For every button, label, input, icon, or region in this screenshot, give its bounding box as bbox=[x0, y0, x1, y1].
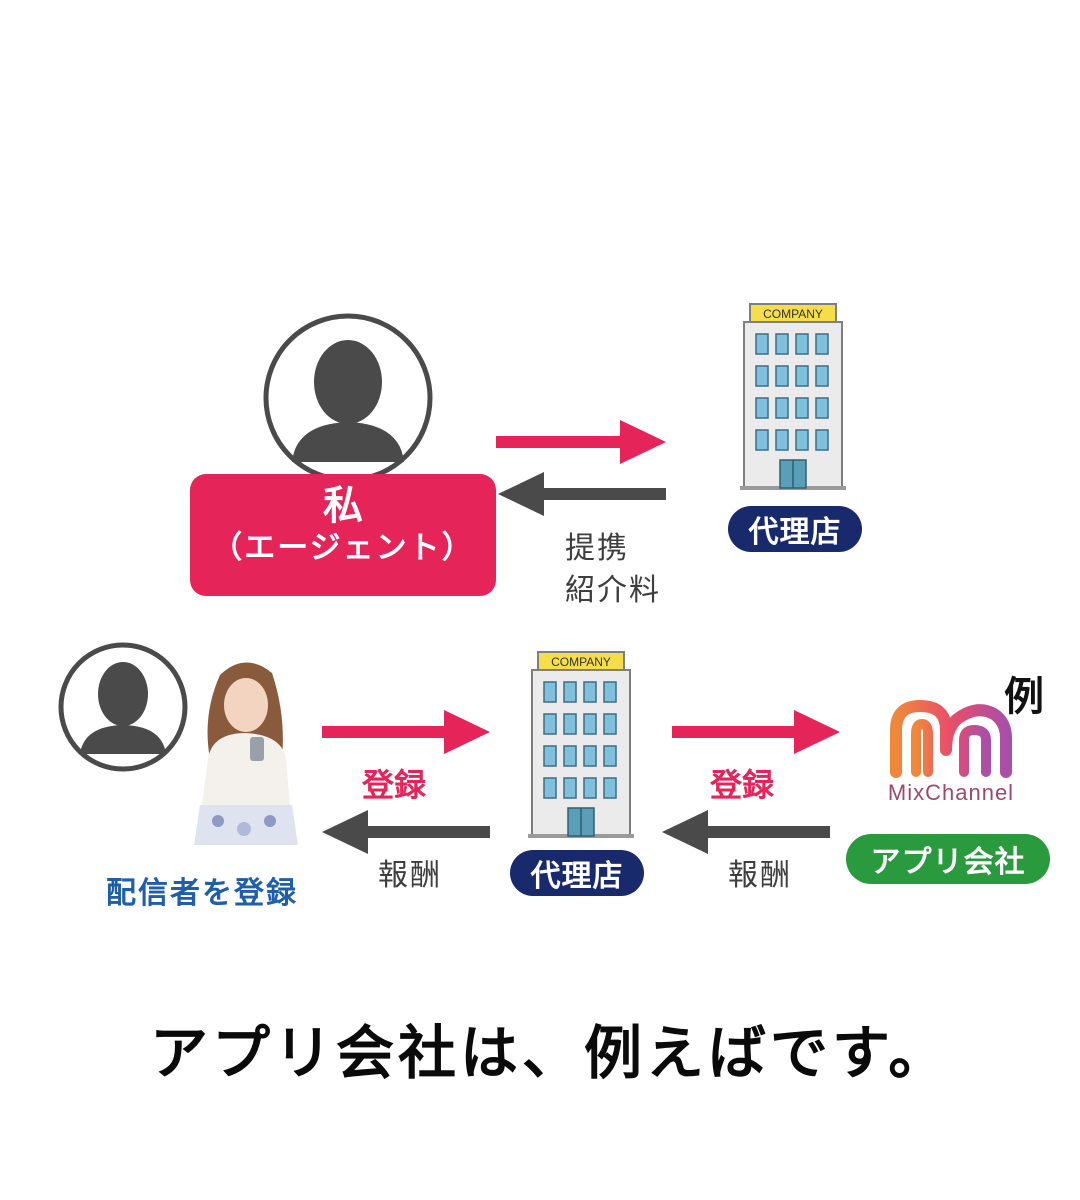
building-window bbox=[583, 777, 597, 799]
building-window bbox=[795, 429, 809, 451]
building-window bbox=[775, 397, 789, 419]
building-window bbox=[563, 713, 577, 735]
building-window bbox=[755, 429, 769, 451]
right-return-arrow bbox=[662, 810, 830, 854]
building-window bbox=[583, 681, 597, 703]
building-window bbox=[603, 713, 617, 735]
building-window bbox=[795, 333, 809, 355]
left-return-label: 報酬 bbox=[378, 858, 442, 893]
top-return-label-line2: 紹介料 bbox=[565, 573, 661, 608]
building-window bbox=[563, 681, 577, 703]
building-window bbox=[603, 777, 617, 799]
app-logo-text: MixChannel bbox=[887, 780, 1015, 805]
building-window bbox=[775, 333, 789, 355]
building-window bbox=[583, 745, 597, 767]
building-window bbox=[543, 713, 557, 735]
agent-subtitle: （エージェント） bbox=[211, 530, 475, 566]
top-return-arrow bbox=[498, 472, 666, 516]
building-window bbox=[795, 397, 809, 419]
building-window bbox=[563, 777, 577, 799]
top-return-label-line1: 提携 bbox=[565, 531, 629, 566]
building-window bbox=[815, 365, 829, 387]
building-icon: COMPANY bbox=[528, 651, 634, 838]
building-window bbox=[543, 681, 557, 703]
building-window bbox=[755, 397, 769, 419]
agent-title: 私 bbox=[323, 483, 363, 529]
building-window bbox=[563, 745, 577, 767]
building-window bbox=[815, 333, 829, 355]
app-logo: MixChannel bbox=[876, 690, 1026, 810]
building-window bbox=[775, 365, 789, 387]
app-company-label: アプリ会社 bbox=[846, 834, 1050, 884]
agency-label-bottom: 代理店 bbox=[510, 850, 644, 896]
left-forward-arrow bbox=[322, 710, 490, 754]
right-forward-label: 登録 bbox=[710, 766, 775, 804]
building-window bbox=[543, 745, 557, 767]
building-window bbox=[603, 681, 617, 703]
building-window bbox=[815, 429, 829, 451]
building-window bbox=[603, 745, 617, 767]
company-sign-text: COMPANY bbox=[551, 655, 611, 669]
top-return-label: 提携 紹介料 bbox=[565, 528, 661, 612]
building-window bbox=[583, 713, 597, 735]
building-window bbox=[775, 429, 789, 451]
building-icon: COMPANY bbox=[740, 303, 846, 490]
broadcaster-avatar-icon bbox=[58, 642, 188, 772]
building-window bbox=[795, 365, 809, 387]
building-window bbox=[543, 777, 557, 799]
mixchannel-logo-icon bbox=[890, 700, 1012, 778]
broadcaster-photo bbox=[194, 662, 298, 845]
top-forward-arrow bbox=[496, 420, 666, 464]
agency-label-top: 代理店 bbox=[728, 506, 862, 552]
agent-box: 私 （エージェント） bbox=[190, 474, 496, 596]
right-forward-arrow bbox=[672, 710, 840, 754]
example-mark: 例 bbox=[1004, 674, 1044, 720]
left-forward-label: 登録 bbox=[362, 766, 427, 804]
building-window bbox=[755, 333, 769, 355]
broadcaster-label: 配信者を登録 bbox=[106, 876, 298, 911]
company-sign-text: COMPANY bbox=[763, 307, 823, 321]
left-return-arrow bbox=[322, 810, 490, 854]
caption: アプリ会社は、例えばです。 bbox=[150, 1019, 951, 1087]
agent-avatar-icon bbox=[263, 313, 433, 483]
right-return-label: 報酬 bbox=[728, 858, 792, 893]
building-window bbox=[755, 365, 769, 387]
building-window bbox=[815, 397, 829, 419]
